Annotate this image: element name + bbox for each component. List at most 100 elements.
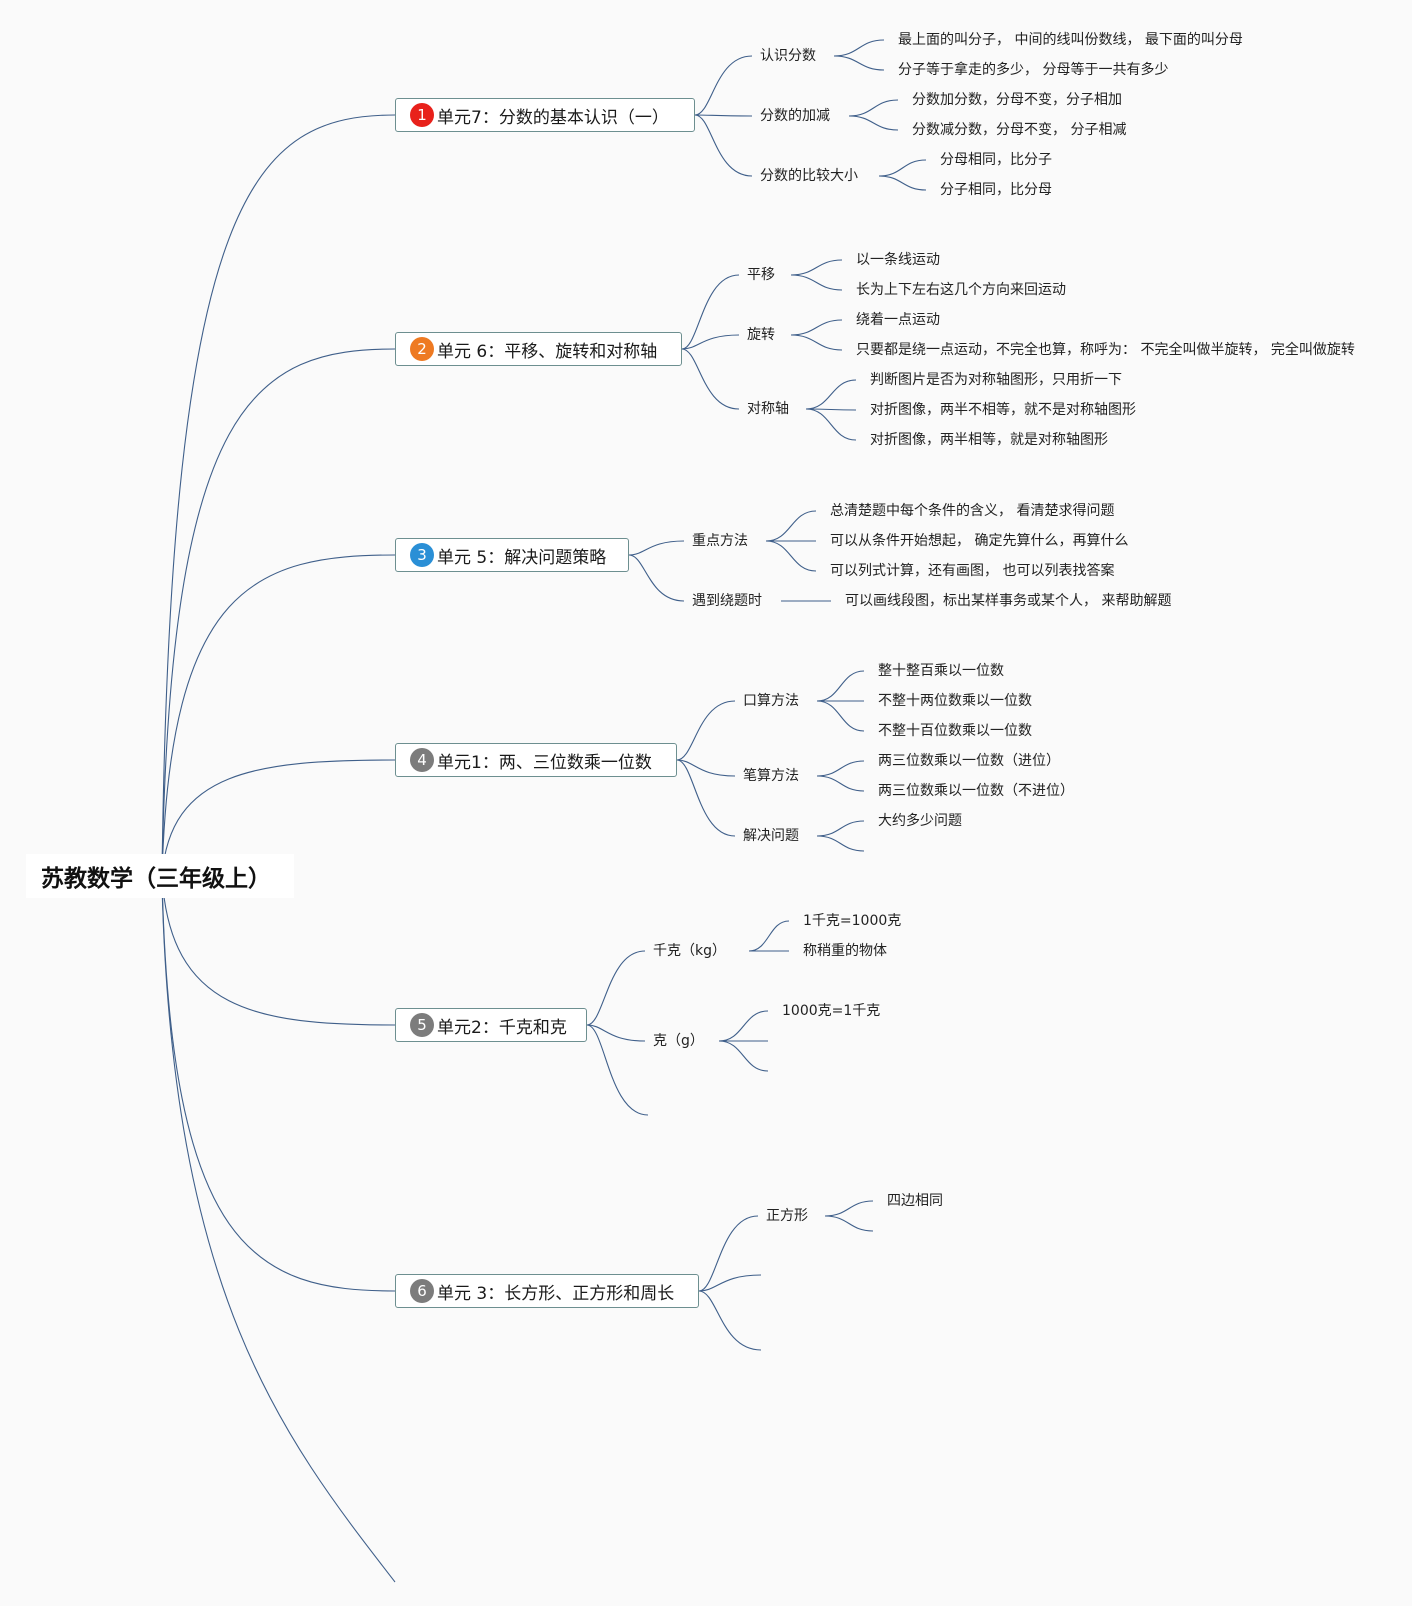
leaf-item[interactable]: 分子相同，比分母 [940,182,1052,198]
connector-line [161,348,396,877]
leaf-item[interactable]: 可以画线段图，标出某样事务或某个人， 来帮助解题 [845,593,1172,609]
leaf-item[interactable]: 分子等于拿走的多少， 分母等于一共有多少 [898,62,1169,78]
connector-line [586,1024,646,1042]
leaf-item[interactable]: 四边相同 [887,1193,943,1209]
unit-label: 单元 6：平移、旋转和对称轴 [437,341,658,362]
topic-node[interactable]: 千克（kg） [653,943,726,959]
connector-line [790,274,843,291]
connector-line [694,114,753,177]
connector-line [816,760,865,777]
connector-line [765,510,817,542]
number-badge-icon: 4 [410,748,434,772]
connector-line [161,875,396,1292]
connector-line [878,159,927,177]
connector-line [698,1290,762,1351]
connector-line [816,700,865,732]
topic-node[interactable]: 分数的加减 [760,108,830,124]
leaf-item[interactable]: 大约多少问题 [878,813,962,829]
connector-line [161,875,396,1026]
leaf-item[interactable]: 可以从条件开始想起， 确定先算什么，再算什么 [830,533,1129,549]
connector-line [681,274,740,350]
leaf-item[interactable]: 以一条线运动 [856,252,940,268]
leaf-item[interactable]: 两三位数乘以一位数（不进位） [878,783,1074,799]
leaf-item[interactable]: 分母相同，比分子 [940,152,1052,168]
topic-node[interactable]: 口算方法 [743,693,799,709]
connector-line [628,540,685,556]
unit-label: 单元2：千克和克 [437,1017,567,1038]
topic-node[interactable]: 分数的比较大小 [760,168,858,184]
connector-line [718,1040,769,1072]
topic-node[interactable]: 克（g） [653,1033,704,1049]
leaf-item[interactable]: 分数减分数，分母不变， 分子相减 [912,122,1127,138]
number-badge-icon: 5 [410,1013,434,1037]
connector-line [694,55,753,116]
leaf-item[interactable]: 分数加分数，分母不变，分子相加 [912,92,1122,108]
leaf-item[interactable]: 整十整百乘以一位数 [878,663,1004,679]
leaf-item[interactable]: 最上面的叫分子， 中间的线叫份数线， 最下面的叫分母 [898,32,1243,48]
unit-label: 单元7：分数的基本认识（一） [437,107,669,128]
connector-line [833,39,885,57]
connector-line [628,554,685,602]
connector-line [824,1215,874,1232]
connector-line [694,114,753,117]
connector-line [878,175,927,191]
connector-line [848,99,899,117]
topic-node[interactable]: 旋转 [747,327,775,343]
topic-node[interactable]: 平移 [747,267,775,283]
connector-line [816,835,865,852]
root-title: 苏教数学（三年级上） [41,866,271,892]
leaf-item[interactable]: 1000克=1千克 [782,1003,881,1019]
connector-line [681,334,740,350]
connector-line [718,1010,769,1042]
connector-line [816,820,865,837]
leaf-item[interactable]: 对折图像，两半不相等，就不是对称轴图形 [870,402,1136,418]
connector-line [848,115,899,131]
connector-line [676,759,736,837]
topic-node[interactable]: 解决问题 [743,828,799,844]
number-badge-icon: 1 [410,103,434,127]
topic-node[interactable]: 正方形 [766,1208,808,1224]
connector-line [748,920,790,952]
unit-label: 单元 5：解决问题策略 [437,547,607,568]
leaf-item[interactable]: 长为上下左右这几个方向来回运动 [856,282,1066,298]
connector-line [790,334,843,351]
connector-line [586,1024,649,1116]
leaf-item[interactable]: 判断图片是否为对称轴图形，只用折一下 [870,372,1122,388]
root-node[interactable]: 苏教数学（三年级上） [26,854,294,898]
topic-node[interactable]: 笔算方法 [743,768,799,784]
number-badge-icon: 3 [410,543,434,567]
leaf-item[interactable]: 称稍重的物体 [803,943,887,959]
connector-line [676,700,736,761]
connector-line [676,759,736,777]
connector-line [833,55,885,71]
topic-node[interactable]: 遇到绕题时 [692,593,762,609]
leaf-item[interactable]: 绕着一点运动 [856,312,940,328]
topic-node[interactable]: 重点方法 [692,533,748,549]
connector-line [161,554,396,877]
connector-line [790,259,843,276]
leaf-item[interactable]: 不整十百位数乘以一位数 [878,723,1032,739]
topic-node[interactable]: 认识分数 [760,48,816,64]
leaf-item[interactable]: 可以列式计算，还有画图， 也可以列表找答案 [830,563,1115,579]
topic-node[interactable]: 对称轴 [747,401,789,417]
leaf-item[interactable]: 两三位数乘以一位数（进位） [878,753,1060,769]
connector-line [805,408,857,441]
leaf-item[interactable]: 总清楚题中每个条件的含义， 看清楚求得问题 [830,503,1115,519]
leaf-item[interactable]: 只要都是绕一点运动，不完全也算，称呼为： 不完全叫做半旋转， 完全叫做旋转 [856,342,1355,358]
unit-label: 单元 3：长方形、正方形和周长 [437,1283,675,1304]
connector-line [805,379,857,410]
connector-line [765,540,817,572]
number-badge-icon: 6 [410,1279,434,1303]
connector-line [586,950,646,1026]
leaf-item[interactable]: 不整十两位数乘以一位数 [878,693,1032,709]
connector-line [816,670,865,702]
leaf-item[interactable]: 1千克=1000克 [803,913,902,929]
leaf-item[interactable]: 对折图像，两半相等，就是对称轴图形 [870,432,1108,448]
